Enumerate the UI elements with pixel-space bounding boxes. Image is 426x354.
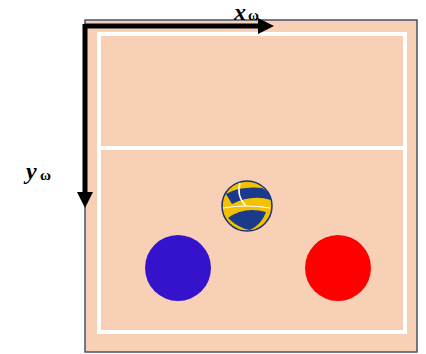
- axis-subscript: ω: [248, 8, 259, 23]
- volleyball: [222, 181, 272, 231]
- attack-line: [99, 146, 405, 150]
- court-boundary: [99, 34, 405, 332]
- axis-label: x: [234, 1, 246, 23]
- axes: [77, 18, 274, 208]
- axis-label: y: [26, 160, 37, 182]
- axis-subscript: ω: [40, 168, 51, 183]
- court-ground: [85, 20, 417, 352]
- blue-player: [145, 235, 211, 301]
- red-player: [305, 235, 371, 301]
